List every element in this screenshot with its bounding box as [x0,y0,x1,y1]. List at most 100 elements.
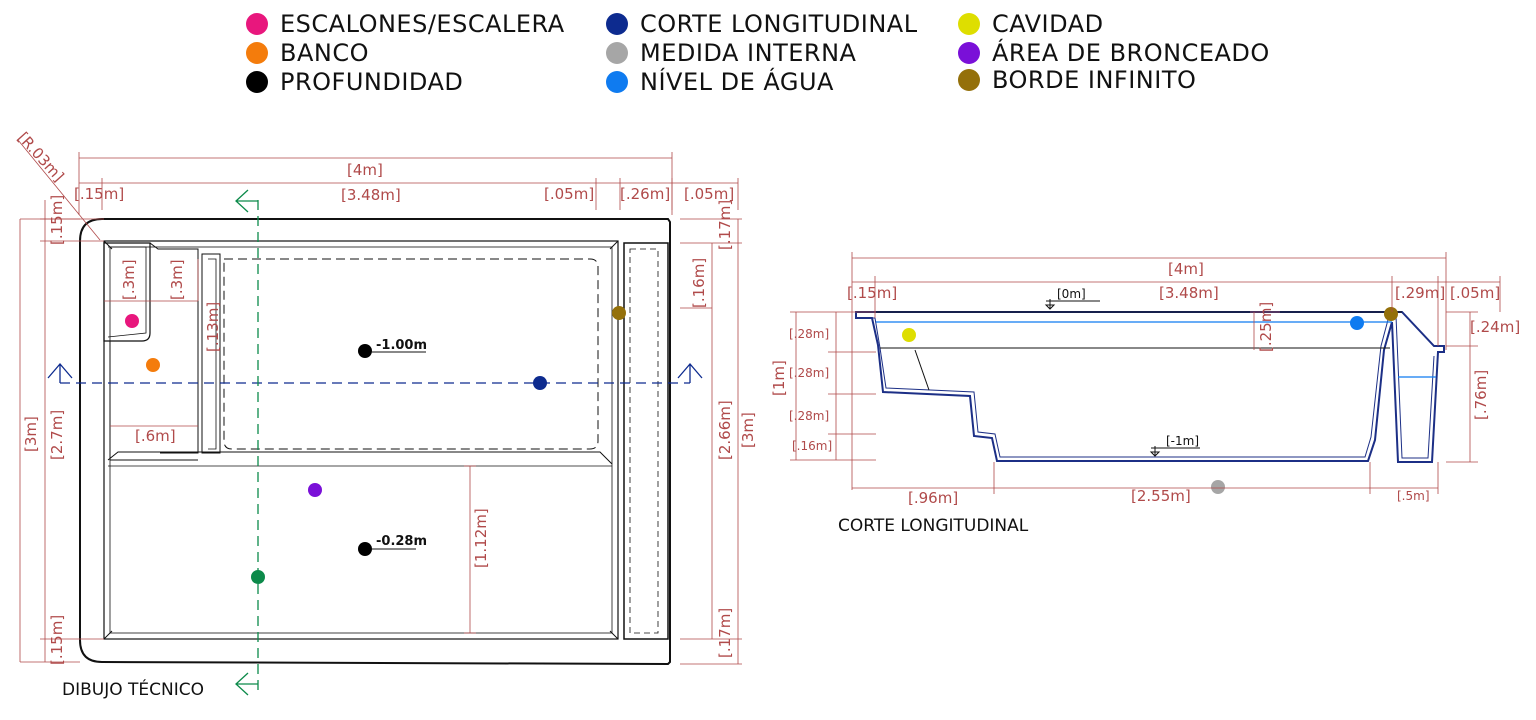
plan-caption: DIBUJO TÉCNICO [62,678,204,700]
depth-marker [358,542,372,556]
dim-bench-width: [.6m] [135,427,176,445]
steps [103,242,151,342]
legend: ESCALONES/ESCALERA BANCO PROFUNDIDAD COR… [0,0,1536,110]
dim-floor-length: [2.55m] [1131,487,1191,505]
stairs-marker [125,314,139,328]
dim-tanning-depth: [1.12m] [472,508,490,568]
dim-bench-depth: [.13m] [204,302,222,352]
pool-shell [855,311,1445,463]
dim-section-infinity-width: [.29m] [1395,284,1445,302]
legend-label: CORTE LONGITUDINAL [640,10,918,38]
depth-marker-icon [246,71,268,93]
dim-right-margin: [.05m] [684,185,734,203]
legend-label: BANCO [280,39,369,67]
dim-radius: [R.03m] [14,129,68,186]
dim-total-width: [4m] [347,161,383,179]
dim-section-right-margin: [.05m] [1450,284,1500,302]
legend-label: BORDE INFINITO [992,66,1197,94]
legend-item-escalones: ESCALONES/ESCALERA [246,10,565,38]
dim-section-inner-width: [3.48m] [1159,284,1219,302]
legend-label: MEDIDA INTERNA [640,39,857,67]
cut-arrow-icon [235,189,258,213]
legend-item-corte: CORTE LONGITUDINAL [606,10,918,38]
legend-item-nivel: NÍVEL DE ÁGUA [606,68,834,96]
section-marker [533,376,547,390]
legend-item-cavidad: CAVIDAD [958,10,1104,38]
dim-right-bottom: [.17m] [716,608,734,658]
bench [109,341,198,461]
depth-marker [358,344,372,358]
plan-view: -1.00m -0.28m [R.03m] [4m] [.15m] [3.48m… [14,129,757,700]
dim-top-margin: [.15m] [48,195,66,245]
cut-arrow-icon [235,672,258,696]
measure-marker [1211,480,1225,494]
dim-section-total-depth: [1m] [770,360,788,396]
infinity-edge-marker [1384,307,1398,321]
infinity-channel [623,242,669,640]
tanning-ledge [107,451,613,465]
legend-item-medida: MEDIDA INTERNA [606,39,856,67]
section-arrow-icon [677,363,703,383]
bench-marker-icon [246,42,268,64]
dim-right-upper: [.16m] [690,258,708,308]
dim-step3: [.28m] [789,409,829,423]
dim-section-left-margin: [.15m] [847,284,897,302]
level-marker-icon [1044,299,1100,310]
dim-stairs-length: [.96m] [908,489,958,507]
section-arrow-icon [47,363,73,383]
dim-bottom-margin: [.15m] [48,615,66,665]
cavity-marker-icon [958,13,980,35]
dim-channel-depth: [.76m] [1472,370,1490,420]
dim-right-total: [3m] [739,412,757,448]
section-marker-icon [606,13,628,35]
dim-step4: [.16m] [792,439,832,453]
dim-right-top: [.17m] [716,200,734,250]
pool-outline [79,218,671,666]
section-caption: CORTE LONGITUDINAL [838,516,1029,536]
legend-item-banco: BANCO [246,39,369,67]
dim-step-height: [.3m] [120,259,138,300]
measure-marker-icon [606,42,628,64]
dim-inner-width: [3.48m] [341,186,401,204]
level-floor-label: [-1m] [1166,434,1199,448]
dim-inner-length: [2.7m] [48,410,66,460]
legend-label: ESCALONES/ESCALERA [280,10,565,38]
legend-label: NÍVEL DE ÁGUA [640,68,834,96]
dim-gap: [.05m] [544,185,594,203]
legend-item-borde: BORDE INFINITO [958,66,1196,94]
legend-label: ÁREA DE BRONCEADO [992,39,1270,67]
dim-step2: [.28m] [789,366,829,380]
dim-step1: [.28m] [789,327,829,341]
level-deep-label: -1.00m [376,338,427,353]
legend-item-bronceado: ÁREA DE BRONCEADO [958,39,1270,67]
dim-left-margin: [.15m] [74,185,124,203]
dim-total-length: [3m] [22,416,40,452]
section-view: [0m] [-1m] [4m] [.15m] [3.48m] [.29m] [.… [770,252,1520,536]
dim-channel-length: [.5m] [1397,489,1430,503]
infinity-edge-marker-icon [958,69,980,91]
stairs-marker-icon [246,13,268,35]
dim-section-right-drop: [.24m] [1470,318,1520,336]
level-top-label: [0m] [1057,287,1086,301]
infinity-edge-marker [612,306,626,320]
inner-deck [103,240,619,640]
tanning-marker [308,483,322,497]
tanning-marker-icon [958,42,980,64]
dim-right-inner: [2.66m] [716,400,734,460]
plan-dimension-lines [17,139,742,665]
legend-label: PROFUNDIDAD [280,68,464,96]
bench-marker [146,358,160,372]
water-level-marker [1350,316,1364,330]
cut-marker [251,570,265,584]
legend-item-profundidad: PROFUNDIDAD [246,68,463,96]
dim-shelf: [.25m] [1257,302,1275,352]
water-level-marker-icon [606,71,628,93]
level-marker-icon [1149,446,1200,457]
cavity-marker [902,328,916,342]
level-shallow-label: -0.28m [376,534,427,549]
dim-step-width: [.3m] [168,259,186,300]
dim-section-total-width: [4m] [1168,260,1204,278]
legend-label: CAVIDAD [992,10,1104,38]
section-dimension-lines [790,252,1501,494]
